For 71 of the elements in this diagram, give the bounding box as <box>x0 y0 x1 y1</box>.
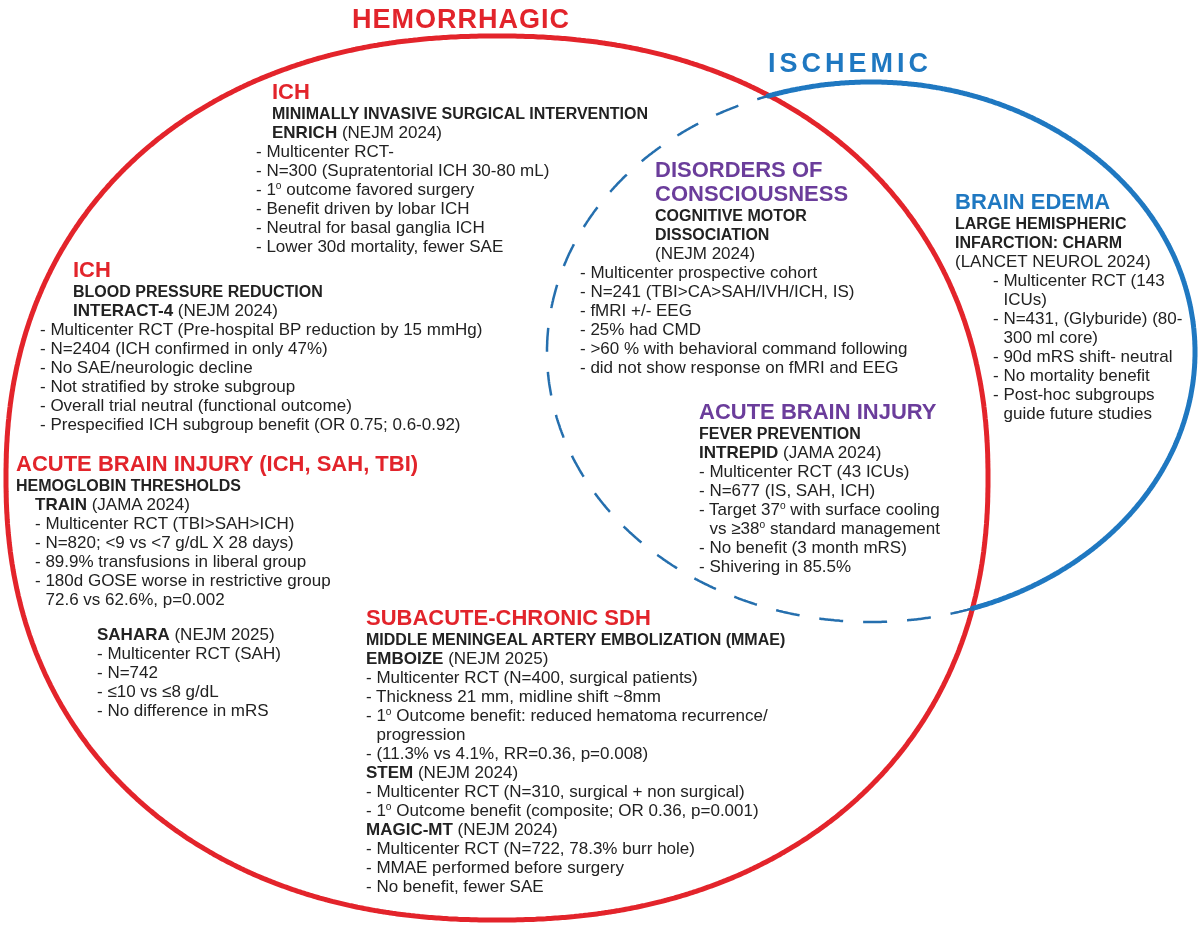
bullet-point: - Neutral for basal ganglia ICH <box>256 218 485 237</box>
trial-citation: (NEJM 2024) <box>655 244 756 263</box>
set-title: HEMORRHAGIC <box>352 4 570 34</box>
bullet-point: - N=241 (TBI>CA>SAH/IVH/ICH, IS) <box>580 282 855 301</box>
section-heading: ICH <box>272 80 310 104</box>
topic-heading: HEMOGLOBIN THRESHOLDS <box>16 476 241 495</box>
bullet-point: - 89.9% transfusions in liberal group <box>35 552 307 571</box>
trial-citation: ENRICH (NEJM 2024) <box>272 123 443 142</box>
section-heading: BRAIN EDEMA <box>955 190 1111 214</box>
bullet-point: - No benefit (3 month mRS) <box>699 538 907 557</box>
trial-citation: (LANCET NEUROL 2024) <box>955 252 1151 271</box>
bullet-point: - No difference in mRS <box>97 701 269 720</box>
section-heading: ACUTE BRAIN INJURY <box>699 400 937 424</box>
bullet-point: - Multicenter RCT (TBI>SAH>ICH) <box>35 514 295 533</box>
set-title: ISCHEMIC <box>768 48 932 78</box>
bullet-point: - N=2404 (ICH confirmed in only 47%) <box>40 339 328 358</box>
bullet-point: - N=300 (Supratentorial ICH 30-80 mL) <box>256 161 550 180</box>
bullet-point: - fMRI +/- EEG <box>580 301 692 320</box>
bullet-point: - 1$^{o}$ Outcome benefit (composite; OR 0.36, p=0.001) <box>366 801 759 820</box>
bullet-point: - Multicenter RCT (Pre-hospital BP reduction by 15 mmHg) <box>40 320 483 339</box>
bullet-point: - 90d mRS shift- neutral <box>993 347 1173 366</box>
bullet-point: - Target 37$^{o}$ with surface cooling vs ≥38$^{o}$ standard management <box>699 500 941 538</box>
bullet-point: - Multicenter RCT (SAH) <box>97 644 281 663</box>
trial-citation: INTERACT-4 (NEJM 2024) <box>73 301 278 320</box>
bullet-point: - Thickness 21 mm, midline shift ~8mm <box>366 687 661 706</box>
bullet-point: - Multicenter RCT (N=310, surgical + non surgical) <box>366 782 745 801</box>
bullet-point: - No mortality benefit <box>993 366 1150 385</box>
topic-heading: FEVER PREVENTION <box>699 424 861 443</box>
bullet-point: - N=677 (IS, SAH, ICH) <box>699 481 876 500</box>
trial-citation: SAHARA (NEJM 2025) <box>97 625 275 644</box>
bullet-point: - Shivering in 85.5% <box>699 557 852 576</box>
bullet-point: - Multicenter RCT (143 ICUs) <box>993 271 1166 309</box>
bullet-point: - No SAE/neurologic decline <box>40 358 253 377</box>
bullet-point: - Multicenter RCT (N=400, surgical patients) <box>366 668 698 687</box>
bullet-point: - N=742 <box>97 663 159 682</box>
bullet-point: - N=431, (Glyburide) (80-300 ml core) <box>993 309 1184 347</box>
trial-citation: INTREPID (JAMA 2024) <box>699 443 882 462</box>
bullet-point: - Multicenter RCT- <box>256 142 394 161</box>
bullet-point: - Not stratified by stroke subgroup <box>40 377 296 396</box>
trial-citation: EMBOIZE (NEJM 2025) <box>366 649 549 668</box>
bullet-point: - 25% had CMD <box>580 320 701 339</box>
section-heading: SUBACUTE-CHRONIC SDH <box>366 606 651 630</box>
bullet-point: - Multicenter RCT (N=722, 78.3% burr hole) <box>366 839 695 858</box>
bullet-point: - Prespecified ICH subgroup benefit (OR 0.75; 0.6-0.92) <box>40 415 461 434</box>
section-heading: ICH <box>73 258 111 282</box>
topic-heading: MIDDLE MENINGEAL ARTERY EMBOLIZATION (MMAE) <box>366 630 786 649</box>
topic-heading: LARGE HEMISPHERIC INFARCTION: CHARM <box>955 214 1128 252</box>
trial-citation: TRAIN (JAMA 2024) <box>35 495 190 514</box>
bullet-point: - No benefit, fewer SAE <box>366 877 544 896</box>
topic-heading: COGNITIVE MOTOR DISSOCIATION <box>655 206 808 244</box>
bullet-point: - 180d GOSE worse in restrictive group 72.6 vs 62.6%, p=0.002 <box>35 571 332 609</box>
section-heading: DISORDERS OF CONSCIOUSNESS <box>655 158 850 206</box>
bullet-point: - (11.3% vs 4.1%, RR=0.36, p=0.008) <box>366 744 649 763</box>
trial-citation: STEM (NEJM 2024) <box>366 763 519 782</box>
bullet-point: - Multicenter prospective cohort <box>580 263 818 282</box>
bullet-point: - ≤10 vs ≤8 g/dL <box>97 682 219 701</box>
bullet-point: - Lower 30d mortality, fewer SAE <box>256 237 504 256</box>
bullet-point: - 1$^{o}$ outcome favored surgery <box>256 180 475 199</box>
bullet-point: - Multicenter RCT (43 ICUs) <box>699 462 910 481</box>
bullet-point: - >60 % with behavioral command following <box>580 339 908 358</box>
trial-citation: MAGIC-MT (NEJM 2024) <box>366 820 558 839</box>
bullet-point: - MMAE performed before surgery <box>366 858 624 877</box>
bullet-point: - N=820; <9 vs <7 g/dL X 28 days) <box>35 533 294 552</box>
bullet-point: - Overall trial neutral (functional outcome) <box>40 396 352 415</box>
bullet-point: - did not show response on fMRI and EEG <box>580 358 899 377</box>
bullet-point: - 1$^{o}$ Outcome benefit: reduced hematoma recurrence/ progression <box>366 706 769 744</box>
topic-heading: MINIMALLY INVASIVE SURGICAL INTERVENTION <box>272 104 649 123</box>
bullet-point: - Post-hoc subgroups guide future studies <box>993 385 1156 423</box>
section-heading: ACUTE BRAIN INJURY (ICH, SAH, TBI) <box>16 452 419 476</box>
bullet-point: - Benefit driven by lobar ICH <box>256 199 470 218</box>
topic-heading: BLOOD PRESSURE REDUCTION <box>73 282 323 301</box>
